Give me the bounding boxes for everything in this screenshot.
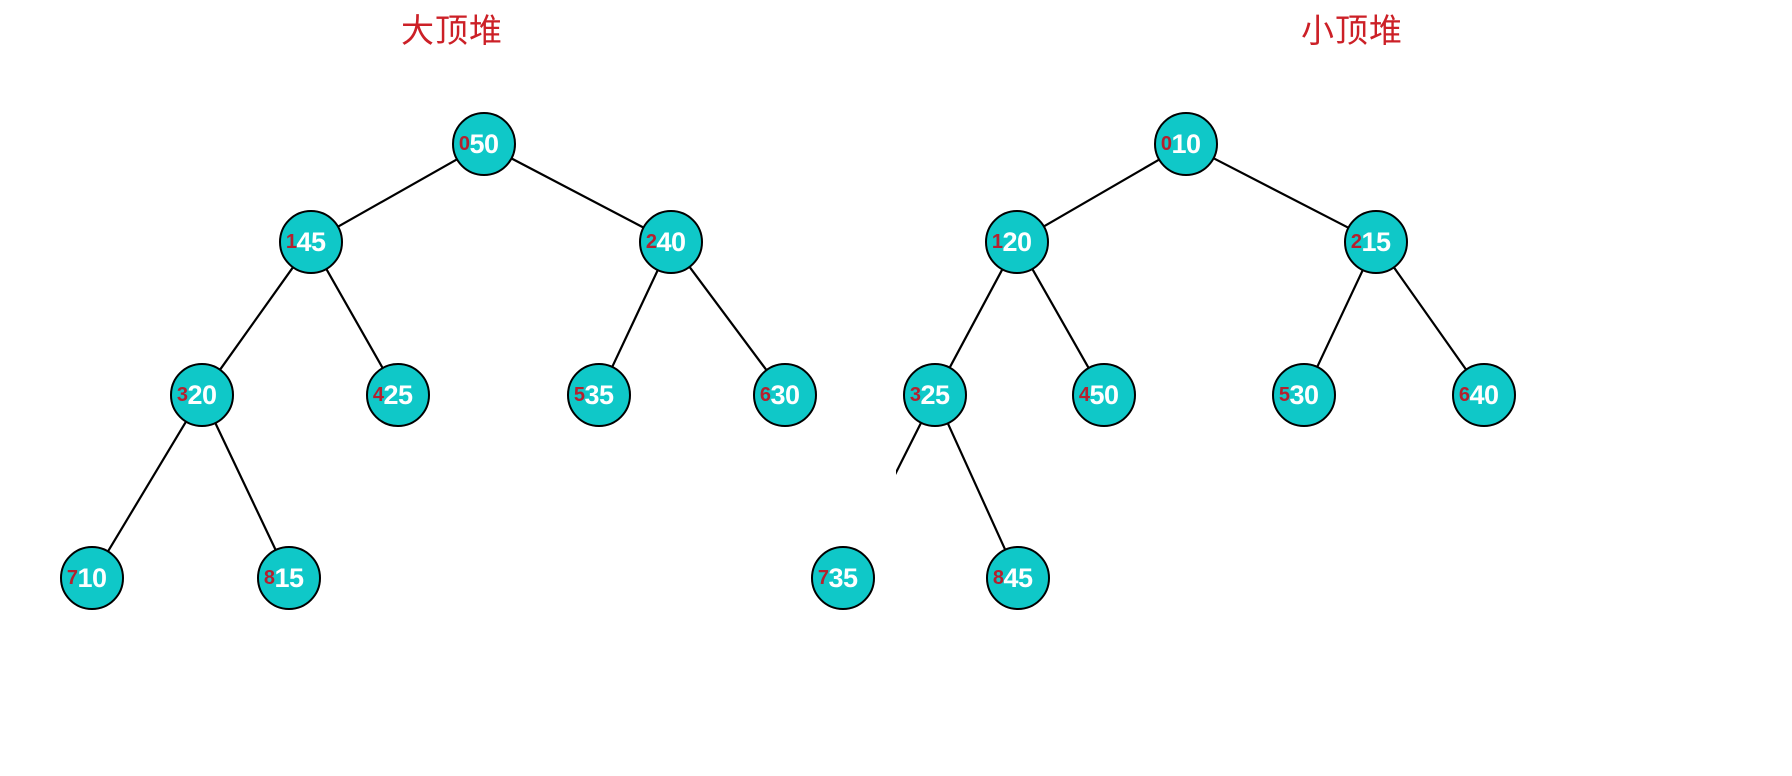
tree-edge [214,422,277,551]
tree-edge [947,423,1006,550]
tree-node[interactable]: 50 [452,112,516,176]
tree-edge [1031,268,1090,369]
tree-node[interactable]: 10 [60,546,124,610]
tree-edge [1043,158,1160,228]
tree-edge [896,422,922,476]
tree-node-index-label: 3 [176,384,188,406]
tree-node[interactable]: 40 [1452,363,1516,427]
tree-node-index-label: 5 [1278,384,1290,406]
tree-node[interactable]: 25 [366,363,430,427]
tree-node-index-label: 1 [285,231,297,253]
tree-node-index-label: 2 [645,231,657,253]
tree-node[interactable]: 35 [811,546,875,610]
tree-edge [325,268,384,369]
tree-node-index-label: 5 [573,384,585,406]
tree-node[interactable]: 15 [1344,210,1408,274]
min-heap-edges [896,157,1467,550]
tree-node-index-label: 3 [909,384,921,406]
tree-node-index-label: 0 [458,133,470,155]
tree-edge [511,157,644,229]
tree-node-index-label: 7 [817,567,829,589]
max-heap-title: 大顶堆 [401,12,503,49]
tree-node[interactable]: 30 [1272,363,1336,427]
tree-node[interactable]: 20 [985,210,1049,274]
tree-node-index-label: 8 [263,567,275,589]
tree-node-index-label: 4 [1078,384,1090,406]
tree-node-index-label: 4 [372,384,384,406]
tree-node[interactable]: 45 [986,546,1050,610]
tree-node[interactable]: 45 [279,210,343,274]
tree-node[interactable]: 10 [1154,112,1218,176]
tree-edge [1316,269,1364,368]
tree-node-index-label: 6 [759,384,771,406]
tree-edge [1393,267,1467,370]
tree-node-index-label: 8 [992,567,1004,589]
tree-edge [1213,157,1349,229]
tree-node[interactable]: 25 [903,363,967,427]
tree-node-index-label: 0 [1160,133,1172,155]
tree-edge [337,158,458,228]
tree-node[interactable]: 40 [639,210,703,274]
tree-edge [611,269,659,368]
tree-node[interactable]: 20 [170,363,234,427]
tree-node[interactable]: 30 [753,363,817,427]
tree-node-index-label: 2 [1350,231,1362,253]
tree-edge [107,421,187,552]
tree-edge [219,266,294,371]
tree-edge [689,266,767,371]
tree-node[interactable]: 50 [1072,363,1136,427]
tree-node-index-label: 1 [991,231,1003,253]
tree-edge [949,269,1003,368]
tree-node-index-label: 6 [1458,384,1470,406]
tree-node[interactable]: 15 [257,546,321,610]
tree-node-index-label: 7 [66,567,78,589]
min-heap-title: 小顶堆 [1301,12,1403,49]
tree-node[interactable]: 35 [567,363,631,427]
